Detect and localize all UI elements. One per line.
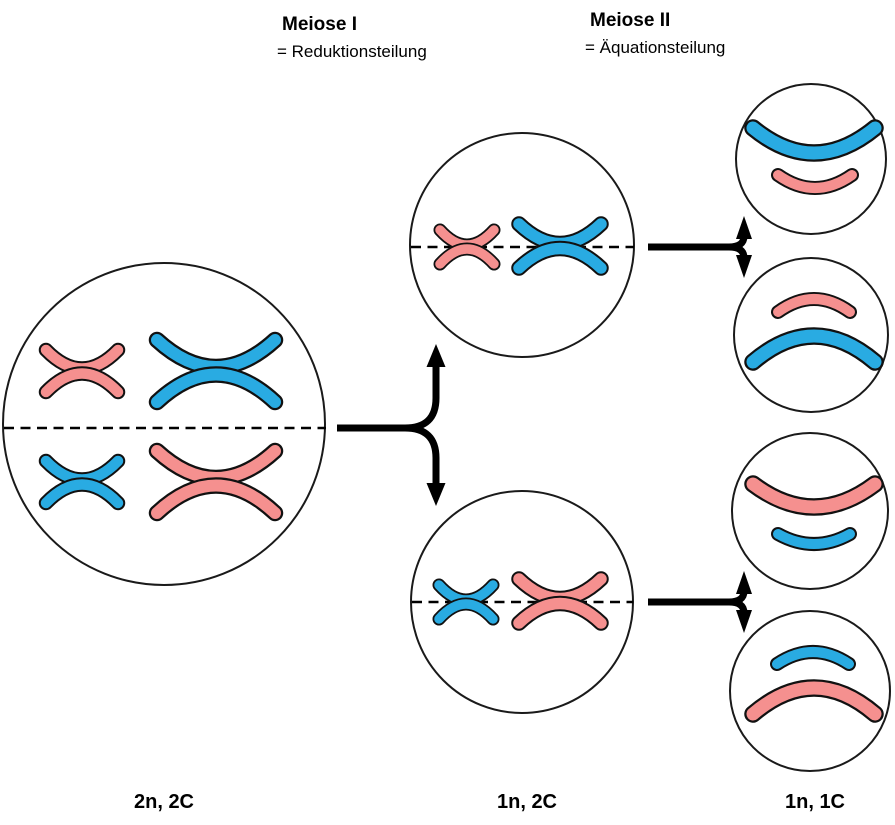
daughter3-chromatid-red-large: [744, 475, 884, 516]
meiosis1-bottom-chromosome-blue-small: [432, 578, 500, 626]
meiosis1-division-arrow: [337, 344, 446, 506]
meiosis1-top-chromosome-blue-large: [511, 216, 609, 276]
meiosis2-division-arrow-bottom: [648, 571, 752, 633]
daughter4-chromatid-blue-small: [770, 645, 856, 671]
arrowhead-down: [426, 483, 446, 506]
parent-chromosome-red-small: [38, 342, 126, 400]
meiosis1-header: Meiose I = Reduktionsteilung: [277, 11, 427, 65]
meiosis1-top-chromosome-red-small: [433, 223, 501, 271]
ploidy-label-parent: 2n, 2C: [133, 791, 195, 813]
arrowhead-down: [736, 255, 752, 278]
meiosis1-cell-top-membrane: [409, 132, 635, 358]
daughter1-chromatid-red-small: [771, 168, 859, 195]
arrowhead-up: [736, 571, 752, 594]
daughter3-chromatid-blue-small: [771, 527, 857, 551]
meiosis1-bottom-chromosome-red-large: [511, 571, 609, 631]
daughter4-chromatid-red-large: [744, 679, 884, 723]
meiosis2-title: Meiose II: [590, 10, 671, 31]
arrowhead-down: [736, 610, 752, 633]
meiosis1-title: Meiose I: [282, 14, 357, 35]
arrowhead-up: [736, 216, 752, 239]
ploidy-label-after-meiosis2: 1n, 1C: [784, 791, 846, 813]
meiosis2-subtitle: = Äquationsteilung: [585, 38, 726, 57]
daughter2-chromatid-red-small: [771, 292, 857, 319]
parent-chromosome-red-large: [148, 442, 284, 522]
daughter1-chromatid-blue-large: [744, 119, 884, 162]
meiosis1-subtitle: = Reduktionsteilung: [277, 42, 427, 61]
arrowhead-up: [426, 344, 446, 367]
meiosis2-header: Meiose II = Äquationsteilung: [585, 7, 725, 61]
parent-chromosome-blue-large: [148, 331, 284, 411]
parent-cell-membrane: [2, 262, 326, 586]
meiosis2-division-arrow-top: [648, 216, 752, 278]
parent-chromosome-blue-small: [38, 453, 126, 511]
ploidy-label-after-meiosis1: 1n, 2C: [496, 791, 558, 813]
daughter2-chromatid-blue-large: [744, 327, 884, 371]
